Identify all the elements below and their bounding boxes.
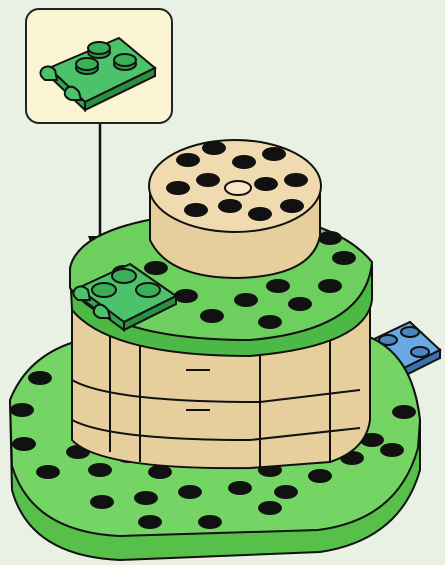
instruction-step [0,0,445,565]
model-drawing [0,0,445,565]
